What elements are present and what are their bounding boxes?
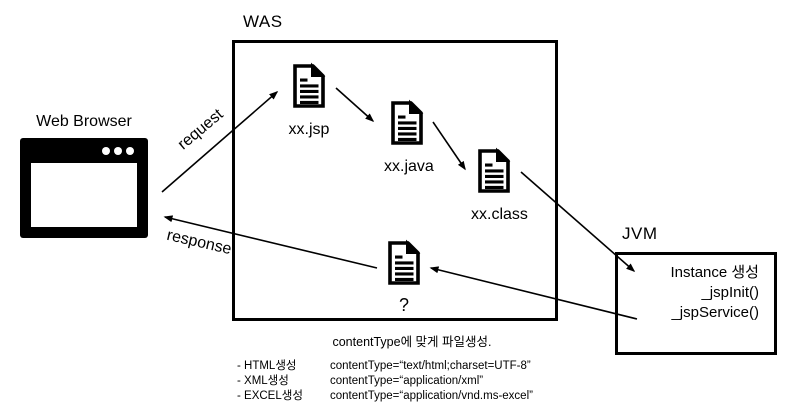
jvm-jspservice-line: _jspService() [671, 304, 759, 321]
jspservice-to-output-arrow [429, 266, 638, 320]
content-type-notes: - HTML생성 contentType=“text/html;charset=… [237, 359, 533, 404]
file-node-java: xx.java [384, 99, 434, 176]
request-arrow [161, 91, 279, 193]
file-node-class: xx.class [471, 147, 528, 224]
file-label-jsp: xx.jsp [288, 121, 330, 138]
note-value: contentType=“application/xml” [330, 375, 484, 387]
jsp-to-java-arrow [335, 87, 375, 122]
jvm-lifecycle-text: Instance 생성 _jspInit() _jspService() [615, 263, 759, 323]
note-value: contentType=“application/vnd.ms-excel” [330, 390, 533, 402]
note-label: - HTML생성 [237, 360, 297, 372]
file-node-output: ? [381, 239, 427, 316]
web-browser-label: Web Browser [36, 113, 132, 130]
document-icon [293, 62, 326, 108]
was-box [232, 40, 558, 321]
response-arrow [163, 215, 378, 269]
note-label: - EXCEL생성 [237, 390, 303, 402]
document-icon [478, 147, 511, 193]
file-label-java: xx.java [384, 158, 434, 175]
content-type-caption: contentType에 맞게 파일생성. [332, 335, 492, 349]
java-to-class-arrow [432, 121, 466, 171]
jvm-title: JVM [622, 224, 658, 243]
jvm-instance-line: Instance 생성 [670, 264, 759, 281]
note-row-html: - HTML생성 contentType=“text/html;charset=… [237, 359, 533, 374]
was-title: WAS [243, 12, 283, 31]
note-row-excel: - EXCEL생성 contentType=“application/vnd.m… [237, 389, 533, 404]
file-label-class: xx.class [471, 206, 528, 223]
browser-icon [20, 138, 148, 238]
web-browser: Web Browser [20, 113, 148, 243]
file-label-output: ? [398, 295, 409, 315]
note-row-xml: - XML생성 contentType=“application/xml” [237, 374, 533, 389]
note-label: - XML생성 [237, 375, 289, 387]
note-value: contentType=“text/html;charset=UTF-8” [330, 360, 531, 372]
jvm-box [615, 252, 777, 355]
document-icon [388, 239, 421, 285]
jvm-jspinit-line: _jspInit() [701, 284, 759, 301]
document-icon [391, 99, 424, 145]
file-node-jsp: xx.jsp [286, 62, 332, 139]
